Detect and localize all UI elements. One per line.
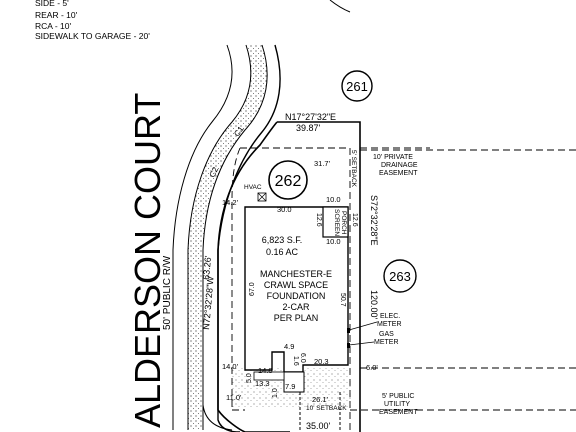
dim-left-top: 14.2': [222, 198, 239, 207]
lot-263-number: 263: [389, 269, 411, 284]
lot-area-ac: 0.16 AC: [266, 247, 299, 257]
bearing-west: N72°32'28"W: [201, 275, 216, 330]
front-setback-label: 10' SETBACK: [306, 405, 347, 412]
distance-east: 120.00': [369, 290, 379, 320]
gas-meter: [347, 343, 350, 348]
elec-meter-line-1: ELEC.: [380, 313, 400, 320]
elec-meter-line-2: METER: [377, 321, 402, 328]
house-model: MANCHESTER-E: [260, 269, 332, 279]
hvac-label: HVAC: [244, 184, 262, 191]
distance-west: 63.26': [201, 255, 213, 280]
garage-size: 2-CAR: [282, 302, 310, 312]
driveway: [299, 392, 341, 432]
stoop: [253, 371, 285, 381]
note-sidewalk: SIDEWALK TO GARAGE - 20': [35, 31, 150, 41]
sidewalk-band: [188, 45, 268, 430]
dim-11: 11.0': [226, 393, 242, 402]
curb-return: [202, 404, 233, 431]
dim-porch-depth-right: 12.6: [351, 213, 358, 227]
lot-263-circle: [383, 259, 417, 293]
dim-26-1: 26.1': [312, 395, 329, 404]
gas-meter-line-2: METER: [374, 339, 399, 346]
utility-line-3: EASEMENT: [379, 409, 418, 416]
dim-house-left: 67.0: [249, 282, 256, 296]
dim-porch-bottom: 10.0: [326, 237, 341, 246]
note-side: SIDE - 5': [35, 0, 69, 8]
garage[interactable]: [283, 371, 305, 393]
drainage-line-3: EASEMENT: [379, 170, 418, 177]
per-plan: PER PLAN: [274, 313, 319, 323]
bearing-east: S72°32'28"E: [369, 195, 379, 246]
lot-261-circle: [341, 70, 373, 102]
dim-5-0: 5.0: [246, 373, 253, 383]
utility-line-1: 5' PUBLIC: [382, 393, 414, 400]
bearing-north: N17°27'32"E: [285, 112, 336, 122]
utility-line-2: UTILITY: [384, 401, 410, 408]
lot-261-number: 261: [346, 79, 368, 94]
elec-meter: [347, 328, 350, 333]
dim-13-3: 13.3: [255, 379, 270, 388]
dim-porch-depth-left: 12.6: [315, 213, 322, 227]
dim-porch-top: 10.0: [326, 195, 341, 204]
elec-meter-leader: [348, 321, 378, 331]
drainage-line-1: 10' PRIVATE: [373, 154, 413, 161]
curb-line-outer: [172, 44, 233, 430]
dim-garage-width: 20.3: [314, 357, 329, 366]
screen-porch[interactable]: [322, 206, 349, 238]
gas-meter-line-1: GAS: [379, 331, 394, 338]
side-setback-label: 5' SETBACK: [350, 150, 357, 188]
foundation-line-2: FOUNDATION: [267, 291, 326, 301]
foundation-line-1: CRAWL SPACE: [264, 280, 328, 290]
street-road: [172, 44, 281, 432]
dim-14-8: 14.8: [258, 366, 273, 375]
lot-262-circle: [268, 160, 308, 200]
setback-notes: SIDE - 5' REAR - 10' RCA - 10' SIDEWALK …: [35, 0, 150, 41]
porch-label-2: PORCH: [340, 211, 347, 235]
curb-line-2: [187, 44, 252, 430]
note-rca: RCA - 10': [35, 21, 71, 31]
dim-left-bottom: 14.0': [222, 362, 239, 371]
distance-north: 39.87': [296, 123, 321, 133]
dim-rear-setback: 31.7': [314, 159, 331, 168]
porch-label-1: SCREEN: [333, 209, 340, 236]
distance-south: 35.00': [306, 421, 331, 431]
dim-1-0: 1.0: [272, 388, 279, 398]
dim-4-9: 4.9: [284, 342, 294, 351]
lot-boundary: [217, 121, 361, 432]
drainage-line-2: DRAINAGE: [381, 162, 418, 169]
curb-line-3: [202, 44, 268, 430]
lot-262-number: 262: [275, 173, 302, 190]
dim-1-6: 1.6: [292, 356, 299, 366]
gas-meter-leader: [348, 341, 375, 346]
top-curve-fragment: [329, 0, 351, 13]
street-name: ALDERSON COURT: [127, 93, 168, 428]
dim-6-0: 6.0: [299, 353, 306, 363]
lot-area-sf: 6,823 S.F.: [262, 235, 303, 245]
hvac-x-icon: [257, 192, 267, 202]
dim-right-offset: 6.0': [366, 363, 378, 372]
street-row: 50' PUBLIC R/W: [162, 255, 173, 330]
curve-label-c2: C2: [208, 165, 221, 179]
dim-house-right: 50.7: [339, 293, 346, 307]
dim-7-9: 7.9: [285, 382, 295, 391]
dim-house-top: 30.0: [277, 205, 292, 214]
note-rear: REAR - 10': [35, 10, 78, 20]
